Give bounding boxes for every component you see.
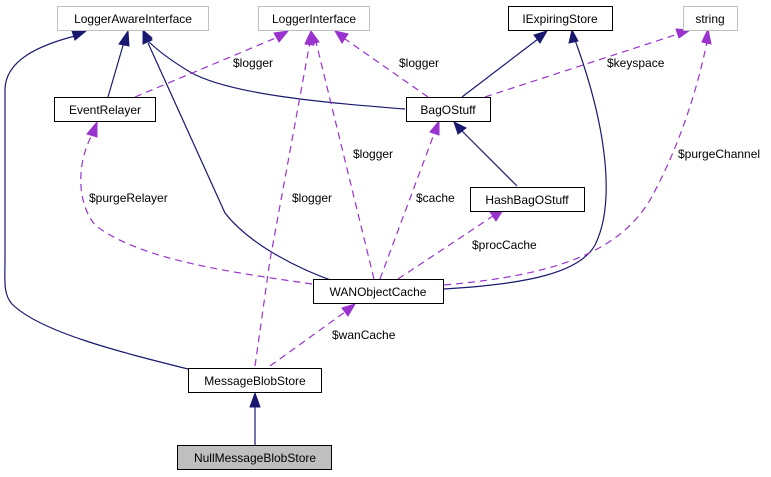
node-nullmessageblobstore[interactable]: NullMessageBlobStore [177, 445, 332, 470]
node-bagostuff[interactable]: BagOStuff [406, 97, 491, 122]
edge-hashbagostuff-to-bagostuff [453, 121, 518, 187]
node-loggerinterface[interactable]: LoggerInterface [258, 6, 370, 31]
edge-messageblobstore-wancache [269, 303, 357, 367]
edge-bagostuff-logger [333, 30, 429, 98]
node-label: IExpiringStore [522, 12, 598, 26]
edge-wanobjectcache-to-iexpiringstore [443, 28, 607, 290]
edge-wanobjectcache-cache [379, 119, 440, 280]
node-label: string [695, 12, 724, 26]
node-label: EventRelayer [69, 103, 141, 117]
node-loggerawareinterface[interactable]: LoggerAwareInterface [57, 6, 209, 31]
node-label: NullMessageBlobStore [194, 451, 316, 465]
edge-label-proccache: $procCache [472, 238, 537, 252]
node-label: WANObjectCache [330, 285, 427, 299]
node-messageblobstore[interactable]: MessageBlobStore [188, 368, 322, 393]
edge-label-wanobjectcache-logger: $logger [353, 147, 393, 161]
node-string[interactable]: string [683, 6, 738, 31]
edge-label-bagostuff-logger: $logger [399, 56, 439, 70]
node-label: MessageBlobStore [204, 374, 306, 388]
node-iexpiringstore[interactable]: IExpiringStore [508, 6, 613, 31]
edge-messageblobstore-logger [254, 29, 315, 367]
edge-wanobjectcache-to-loggerawareinterface [142, 29, 340, 284]
edge-label-keyspace: $keyspace [607, 56, 665, 70]
node-label: BagOStuff [420, 103, 476, 117]
edge-nullmessageblobstore-to-messageblobstore [249, 391, 261, 445]
edge-label-eventrelayer-logger: $logger [233, 56, 273, 70]
node-eventrelayer[interactable]: EventRelayer [54, 97, 156, 122]
node-hashbagostuff[interactable]: HashBagOStuff [470, 187, 585, 212]
edge-bagostuff-to-iexpiringstore [461, 30, 549, 98]
edge-label-purgechannel: $purgeChannel [678, 147, 760, 161]
edge-label-cache: $cache [416, 191, 455, 205]
edge-eventrelayer-logger [134, 30, 290, 98]
node-label: HashBagOStuff [485, 193, 569, 207]
edge-label-purgerelayer: $purgeRelayer [89, 191, 168, 205]
edge-wanobjectcache-purgerelayer [80, 120, 313, 285]
node-label: LoggerAwareInterface [74, 12, 192, 26]
edge-wanobjectcache-purgechannel [443, 27, 712, 286]
edge-eventrelayer-to-loggerawareinterface [107, 29, 130, 98]
edge-label-wancache: $wanCache [332, 328, 396, 342]
edge-bagostuff-to-loggerawareinterface [142, 29, 406, 110]
node-label: LoggerInterface [272, 12, 356, 26]
node-wanobjectcache[interactable]: WANObjectCache [313, 279, 444, 304]
edge-label-messageblobstore-logger: $logger [292, 191, 332, 205]
